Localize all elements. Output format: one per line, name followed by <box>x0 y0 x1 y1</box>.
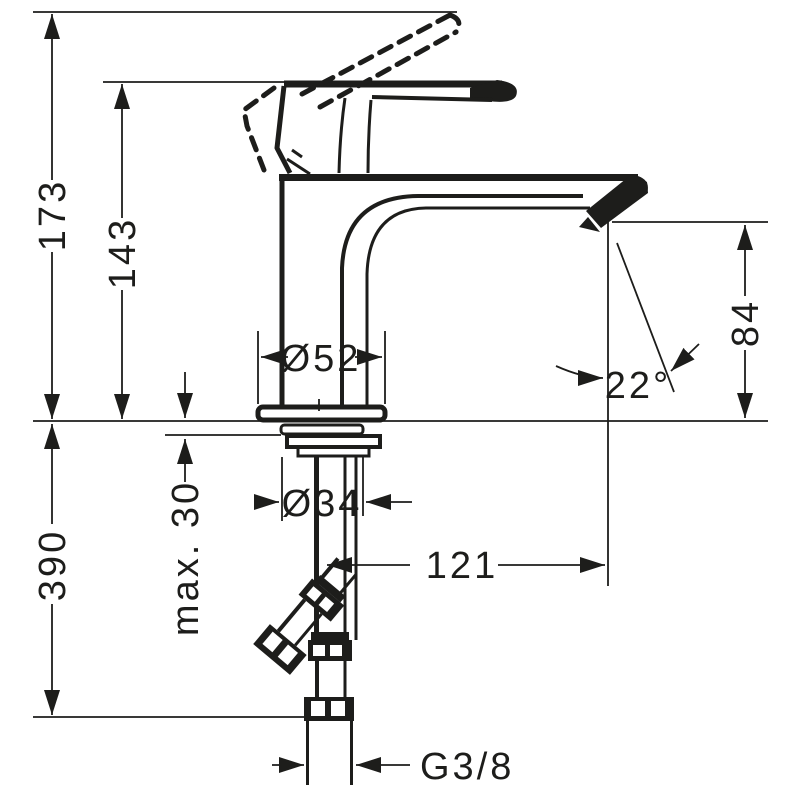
handle-arm-left <box>337 97 347 174</box>
dim-22-leader-left <box>555 365 604 386</box>
dim-label-84: 84 <box>725 299 767 347</box>
hose2-tube2-left <box>276 598 307 633</box>
raised-lever-rear <box>241 85 277 173</box>
hose2-collar-slot-a <box>306 586 322 602</box>
mounting-assembly <box>255 404 388 640</box>
dim-label-d52: Ø52 <box>281 338 362 380</box>
hose1-collar-slot-b <box>330 645 342 656</box>
dim-label-d34: Ø34 <box>282 483 363 525</box>
raised-lever-lower-edge <box>317 29 459 110</box>
base-flange <box>255 404 388 423</box>
dim-label-390: 390 <box>32 529 74 601</box>
faucet-body <box>274 85 648 406</box>
dim-label-22deg: 22° <box>605 365 671 407</box>
handle-arm-right <box>366 99 373 174</box>
hose1-connector-slot-a <box>311 701 325 716</box>
dim-label-max30: max. 30 <box>165 480 207 636</box>
raised-lever-tip <box>447 12 462 35</box>
aerator-drip-tip <box>579 217 600 232</box>
dim-label-143: 143 <box>102 217 144 289</box>
mounting-nut-upper <box>285 434 382 449</box>
hose2-collar <box>298 578 345 622</box>
cartridge-housing-left <box>274 85 293 175</box>
base-washer <box>279 423 365 436</box>
hose2-connector-slot-b <box>277 644 298 666</box>
hose1-collar-step <box>311 632 349 641</box>
dimension-lines <box>44 14 753 773</box>
ref-line-stream-angle <box>616 242 675 393</box>
spout-underside-inner <box>365 206 590 406</box>
dimension-labels: 173 143 390 max. 30 84 Ø52 Ø34 22° 121 G… <box>32 179 767 788</box>
hose2-tube2-right <box>294 612 323 647</box>
dim-22-leader-right <box>670 343 700 372</box>
spout-underside-outer <box>340 194 583 406</box>
handle-raised-dashed <box>241 12 462 173</box>
faucet-handle-closed <box>284 80 517 174</box>
dim-label-121: 121 <box>426 545 498 587</box>
handle-underside <box>371 95 493 102</box>
dim-label-g38: G3/8 <box>420 746 514 788</box>
hose1-collar-slot-a <box>313 645 325 656</box>
supply-hoses <box>253 557 358 785</box>
handle-pivot-detail-2 <box>291 148 303 159</box>
hose2-collar-step <box>315 574 346 603</box>
hose1-connector-slot-b <box>331 701 345 716</box>
hose2-connector-slot-a <box>262 631 283 653</box>
hose2-connector <box>253 624 307 675</box>
spout-aerator-outlet <box>586 174 648 228</box>
hose2-collar-slot-b <box>318 596 335 613</box>
hose2-diagonal <box>253 557 358 675</box>
reference-lines <box>33 11 768 718</box>
handle-rounded-tip <box>470 80 517 102</box>
dim-label-173: 173 <box>32 179 74 251</box>
mounting-nut-lower <box>296 445 371 458</box>
raised-lever-upper-edge <box>299 12 453 97</box>
handle-pivot-detail <box>286 157 311 176</box>
